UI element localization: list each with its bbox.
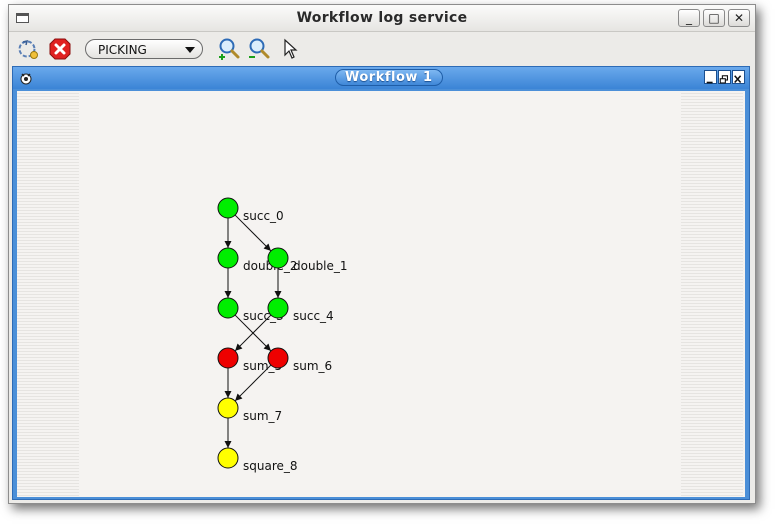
graph-edge-succ_4-to-sum_5 [234, 314, 272, 352]
graph-node-label: succ_4 [293, 309, 334, 323]
zoom-out-button[interactable] [247, 37, 271, 61]
close-icon [734, 75, 742, 84]
graph-node-circle[interactable] [217, 197, 239, 219]
graph-node-sum_6[interactable]: sum_6 [267, 347, 332, 373]
graph-node-succ_0[interactable]: succ_0 [217, 197, 284, 223]
graph-node-label: succ_0 [243, 209, 284, 223]
graph-node-circle[interactable] [217, 397, 239, 419]
graph-node-label: sum_7 [243, 409, 282, 423]
graph-node-circle[interactable] [267, 297, 289, 319]
toolbar: PICKING [9, 32, 755, 66]
zoom-in-icon [219, 38, 240, 60]
maximize-button[interactable]: □ [703, 9, 725, 27]
zoom-out-icon [249, 38, 270, 59]
graph-node-circle[interactable] [267, 247, 289, 269]
workflow-refresh-icon [18, 39, 38, 59]
minimize-button[interactable]: _ [678, 9, 700, 27]
graph-node-circle[interactable] [217, 447, 239, 469]
main-window: Workflow log service _ □ ✕ PICKING [8, 4, 756, 504]
graph-node-square_8[interactable]: square_8 [217, 447, 298, 473]
graph-node-circle[interactable] [267, 347, 289, 369]
graph-edge-sum_6-to-sum_7 [234, 364, 272, 402]
graph-node-label: square_8 [243, 459, 298, 473]
java-duke-icon [18, 70, 34, 86]
canvas-left-margin [17, 91, 79, 497]
graph-node-label: double_1 [293, 259, 348, 273]
window-titlebar[interactable]: Workflow log service _ □ ✕ [9, 5, 755, 32]
frame-minimize-button[interactable] [704, 70, 717, 84]
minimize-icon [706, 81, 713, 84]
frame-close-button[interactable] [732, 70, 745, 84]
zoom-in-button[interactable] [217, 37, 241, 61]
internal-frame-controls [703, 70, 745, 86]
stop-button[interactable] [48, 37, 72, 61]
internal-frame-titlebar[interactable]: Workflow 1 [13, 67, 749, 89]
canvas-right-margin [681, 91, 743, 497]
internal-frame-title: Workflow 1 [335, 69, 443, 86]
graph-node-circle[interactable] [217, 247, 239, 269]
mode-select[interactable]: PICKING [85, 39, 203, 59]
cursor-arrow-icon [284, 38, 298, 59]
graph-node-sum_7[interactable]: sum_7 [217, 397, 282, 423]
restore-icon [719, 75, 729, 84]
graph-edge-succ_0-to-double_1 [234, 214, 272, 252]
graph-node-double_1[interactable]: double_1 [267, 247, 348, 273]
pointer-tool-button[interactable] [279, 37, 303, 61]
graph-node-circle[interactable] [217, 297, 239, 319]
frame-restore-button[interactable] [718, 70, 731, 84]
graph-node-label: sum_6 [293, 359, 332, 373]
graph-node-succ_4[interactable]: succ_4 [267, 297, 334, 323]
stop-icon [49, 38, 71, 60]
mode-select-value: PICKING [98, 43, 147, 57]
chevron-down-icon [185, 47, 195, 53]
close-button[interactable]: ✕ [728, 9, 750, 27]
window-title: Workflow log service [296, 10, 468, 26]
workflow-internal-frame: Workflow 1 [12, 66, 750, 500]
refresh-workflow-button[interactable] [16, 37, 40, 61]
window-menu-icon[interactable] [16, 13, 29, 23]
graph-node-circle[interactable] [217, 347, 239, 369]
